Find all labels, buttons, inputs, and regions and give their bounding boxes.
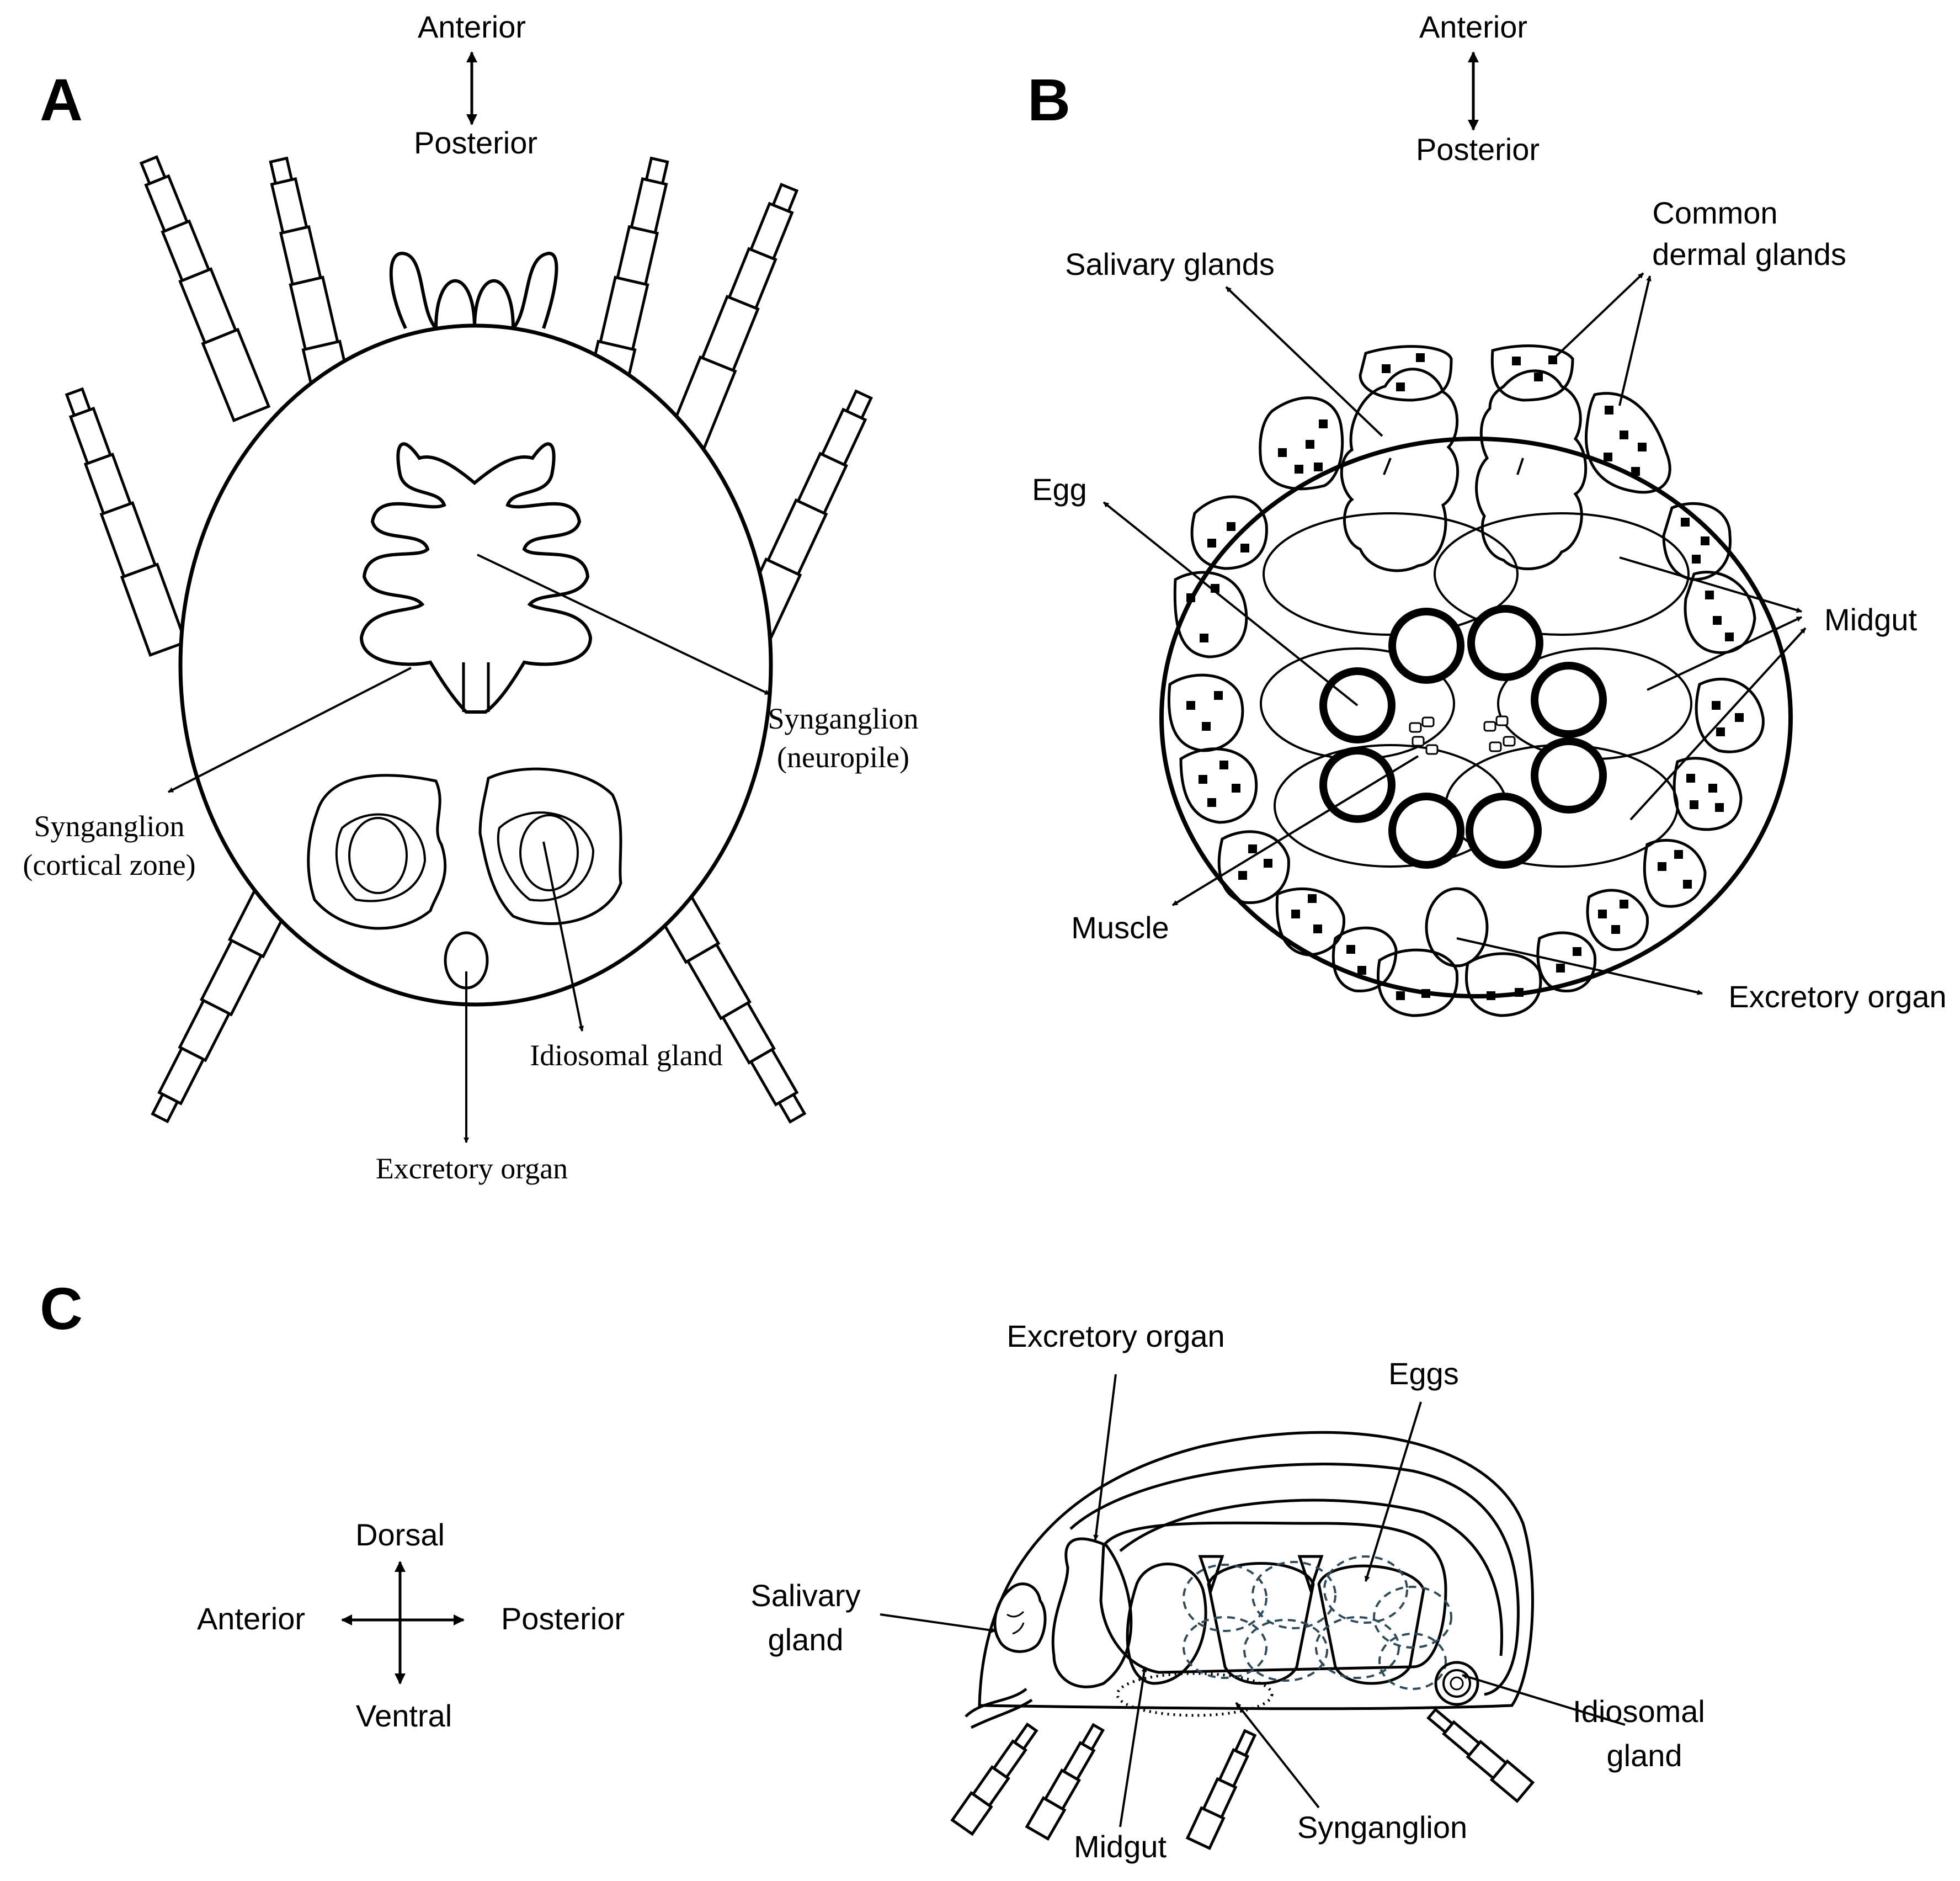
panel-c: C Dorsal Anterior Posterior Ventral [40, 1275, 1705, 1864]
label-salivary-glands: Salivary glands [1065, 247, 1275, 281]
panel-b-anterior-label: Anterior [1419, 9, 1527, 44]
dermal-glands [1167, 344, 1765, 1017]
label-idiosomal-gland-c-2: gland [1606, 1738, 1682, 1773]
mouthparts [389, 252, 558, 330]
idiosomal-gland-c [1434, 1661, 1479, 1706]
panel-b-orientation: Anterior Posterior [1416, 9, 1540, 167]
panel-a-posterior-label: Posterior [414, 125, 537, 160]
salivary-gland-c [993, 1582, 1047, 1653]
panel-c-leaders [880, 1374, 1626, 1827]
label-synganglion-neuropile-2: (neuropile) [777, 741, 909, 774]
panel-b: B Anterior Posterior [1027, 9, 1947, 1017]
dorsal-shield-1 [1069, 1463, 1520, 1696]
eggs-dashed [1183, 1555, 1452, 1690]
label-egg: Egg [1032, 472, 1087, 507]
muscle-fibres [1409, 715, 1516, 755]
panel-c-orientation: Dorsal Anterior Posterior Ventral [197, 1517, 625, 1733]
synganglion-shape [359, 442, 593, 714]
label-idiosomal-gland-c-1: Idiosomal [1573, 1694, 1705, 1729]
dermal-gland-nuclei [1186, 353, 1744, 1000]
panel-c-anterior-label: Anterior [197, 1601, 305, 1636]
gnathosoma-c [965, 1688, 1033, 1729]
panel-c-letter: C [40, 1275, 83, 1342]
panel-a: A Anterior Posterior [23, 9, 918, 1185]
panel-a-orientation: Anterior Posterior [414, 9, 537, 160]
panel-c-dorsal-label: Dorsal [355, 1517, 445, 1552]
label-idiosomal-gland-a: Idiosomal gland [530, 1039, 722, 1072]
label-synganglion-neuropile-1: Synganglion [768, 702, 918, 735]
panel-a-anterior-label: Anterior [418, 9, 526, 44]
panel-b-posterior-label: Posterior [1416, 132, 1540, 167]
label-midgut-c: Midgut [1074, 1829, 1167, 1864]
panel-c-posterior-label: Posterior [501, 1601, 625, 1636]
cross-section-outline [1159, 437, 1793, 998]
label-common-dermal-2: dermal glands [1652, 237, 1846, 272]
label-salivary-gland-c-2: gland [768, 1622, 843, 1657]
label-synganglion-cortical-2: (cortical zone) [23, 848, 195, 881]
midgut-lobes-c [1126, 1555, 1425, 1685]
panel-b-leaders [1102, 272, 1807, 995]
salivary-glands [1340, 368, 1588, 572]
midgut-lobes [1260, 512, 1692, 868]
panel-b-letter: B [1027, 66, 1070, 133]
excretory-organ-c [1051, 1537, 1133, 1688]
midgut-outline-c [1099, 1521, 1447, 1674]
idiosomal-glands [307, 767, 622, 930]
panel-c-ventral-label: Ventral [356, 1698, 452, 1733]
panel-a-letter: A [40, 66, 83, 133]
label-synganglion-cortical-1: Synganglion [34, 810, 184, 843]
label-midgut-b: Midgut [1824, 602, 1918, 637]
excretory-organ-b [1425, 887, 1489, 968]
synganglion-cleft [462, 662, 490, 712]
label-excretory-organ-a: Excretory organ [376, 1152, 568, 1185]
label-synganglion-c: Synganglion [1297, 1810, 1467, 1845]
label-muscle: Muscle [1071, 910, 1169, 945]
label-eggs-c: Eggs [1388, 1356, 1459, 1391]
label-excretory-organ-b: Excretory organ [1728, 979, 1946, 1014]
dorsal-shield-2 [1119, 1499, 1503, 1656]
label-common-dermal-1: Common [1652, 195, 1777, 230]
lateral-body-outline [978, 1431, 1534, 1710]
mite-body-outline [178, 323, 773, 1007]
label-excretory-organ-c: Excretory organ [1006, 1319, 1224, 1353]
synganglion-c [1116, 1672, 1274, 1717]
label-salivary-gland-c-1: Salivary [750, 1578, 860, 1613]
panel-a-leaders [168, 554, 770, 1143]
